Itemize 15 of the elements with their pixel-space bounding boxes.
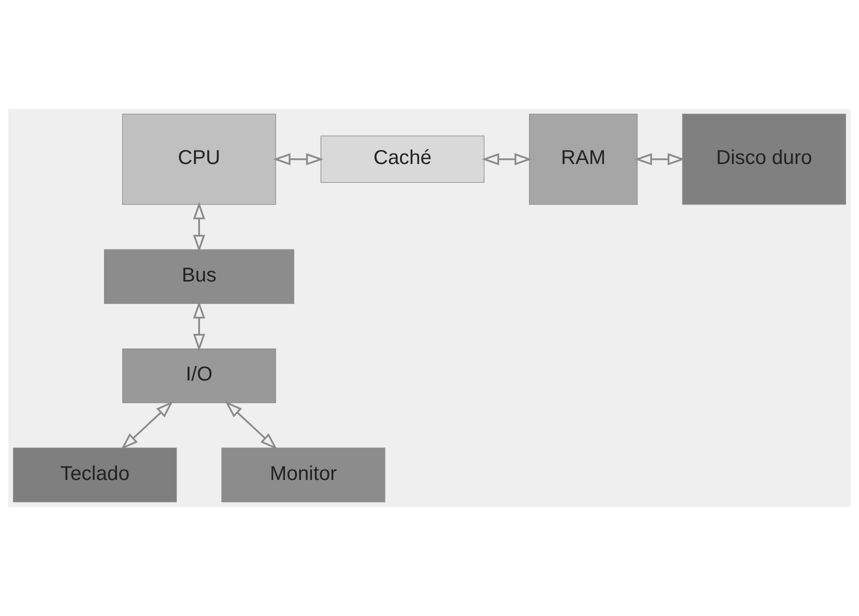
node-box: RAM bbox=[529, 114, 638, 205]
arrow bbox=[634, 153, 686, 166]
node-box: Teclado bbox=[12, 448, 177, 502]
node-box: Disco duro bbox=[682, 114, 846, 205]
arrow bbox=[193, 202, 206, 252]
node-box: Monitor bbox=[221, 448, 386, 502]
arrow bbox=[482, 153, 532, 166]
arrow bbox=[273, 153, 324, 166]
node-box: CPU bbox=[122, 114, 276, 205]
arrow bbox=[225, 401, 278, 450]
node-box: Caché bbox=[320, 136, 484, 183]
arrow bbox=[193, 301, 206, 352]
arrow bbox=[120, 401, 174, 450]
node-box: Bus bbox=[104, 249, 294, 304]
node-box: I/O bbox=[122, 348, 276, 404]
